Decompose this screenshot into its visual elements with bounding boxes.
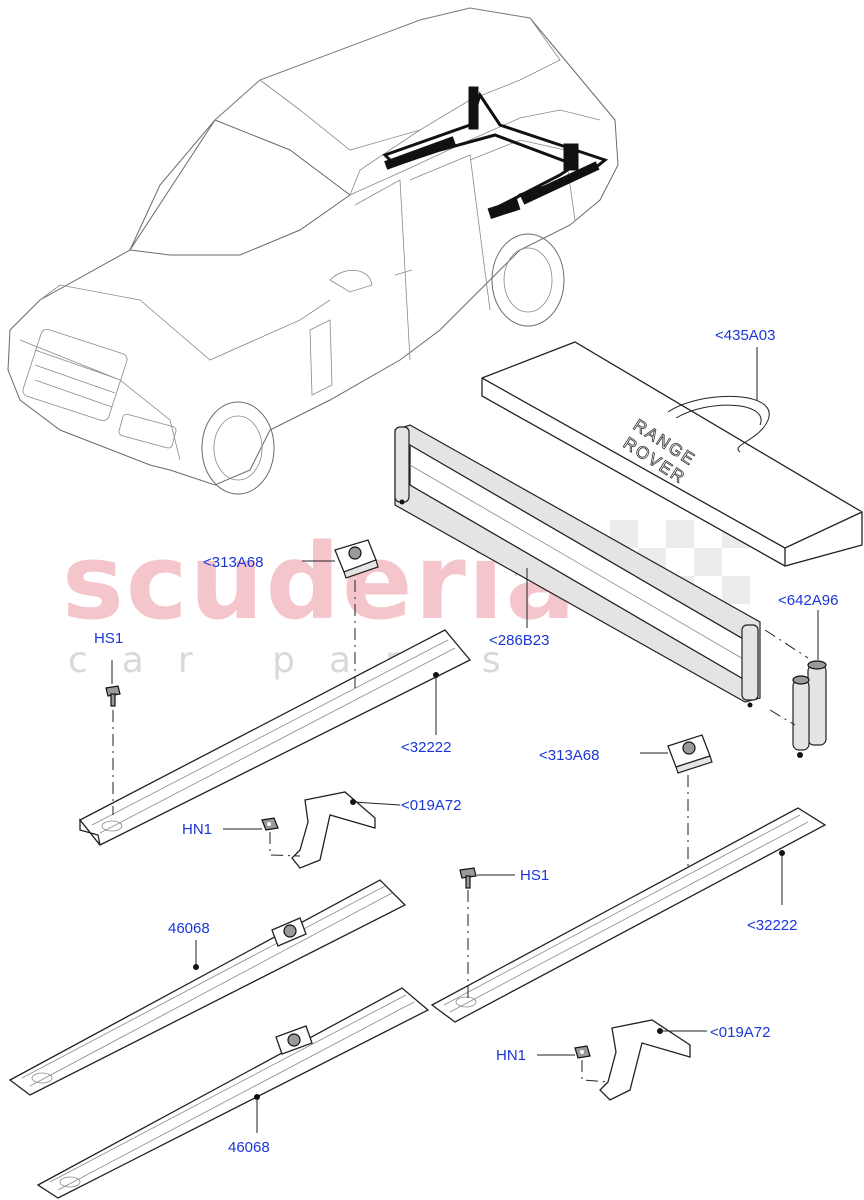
fastener-hs1-right — [459, 867, 477, 889]
clip-313A68-top — [334, 539, 379, 579]
callout-hs1-left: HS1 — [94, 630, 123, 647]
callout-313A68-right: <313A68 — [539, 747, 599, 764]
callout-labels: <435A03 <313A68 <286B23 <642A96 HS1 <322… — [94, 327, 838, 1156]
callout-32222-right: <32222 — [747, 917, 797, 934]
callout-hn1-right: HN1 — [496, 1047, 526, 1064]
fastener-hn1-left — [261, 817, 279, 831]
callout-286B23: <286B23 — [489, 632, 549, 649]
callout-46068-bottom: 46068 — [228, 1139, 270, 1156]
callout-019A72-right: <019A72 — [710, 1024, 770, 1041]
fastener-hn1-right — [574, 1045, 591, 1059]
vehicle-illustration — [7, 7, 619, 495]
clip-313A68-right — [667, 734, 713, 774]
gas-struts — [792, 660, 827, 758]
fastener-hs1-left — [105, 685, 121, 707]
callout-642A96: <642A96 — [778, 592, 838, 609]
roof-tent-bag: RANGE ROVER — [481, 341, 863, 567]
callout-435A03: <435A03 — [715, 327, 775, 344]
rail-46068-top — [8, 879, 407, 1096]
callout-46068-top: 46068 — [168, 920, 210, 937]
callout-313A68-top: <313A68 — [203, 554, 263, 571]
bracket-019A72-left — [291, 791, 376, 869]
bracket-019A72-right — [599, 1019, 691, 1101]
callout-hn1-left: HN1 — [182, 821, 212, 838]
roof-rail-highlight — [382, 86, 609, 220]
rail-46068-bottom — [36, 987, 430, 1199]
tent-frame — [394, 424, 761, 708]
rail-32222-left — [78, 629, 472, 846]
callout-32222-left: <32222 — [401, 739, 451, 756]
leader-lines — [111, 347, 819, 1133]
rail-32222-right — [430, 807, 827, 1023]
callout-hs1-right: HS1 — [520, 867, 549, 884]
callout-019A72-left: <019A72 — [401, 797, 461, 814]
